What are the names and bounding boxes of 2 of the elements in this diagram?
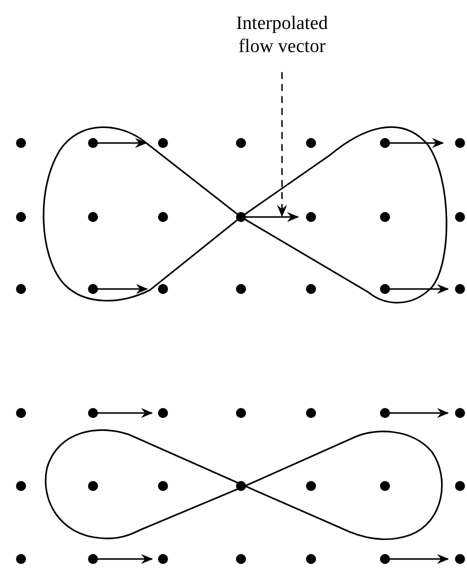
leader-line [277, 72, 287, 217]
callout-text: Interpolated flow vector [235, 12, 329, 58]
